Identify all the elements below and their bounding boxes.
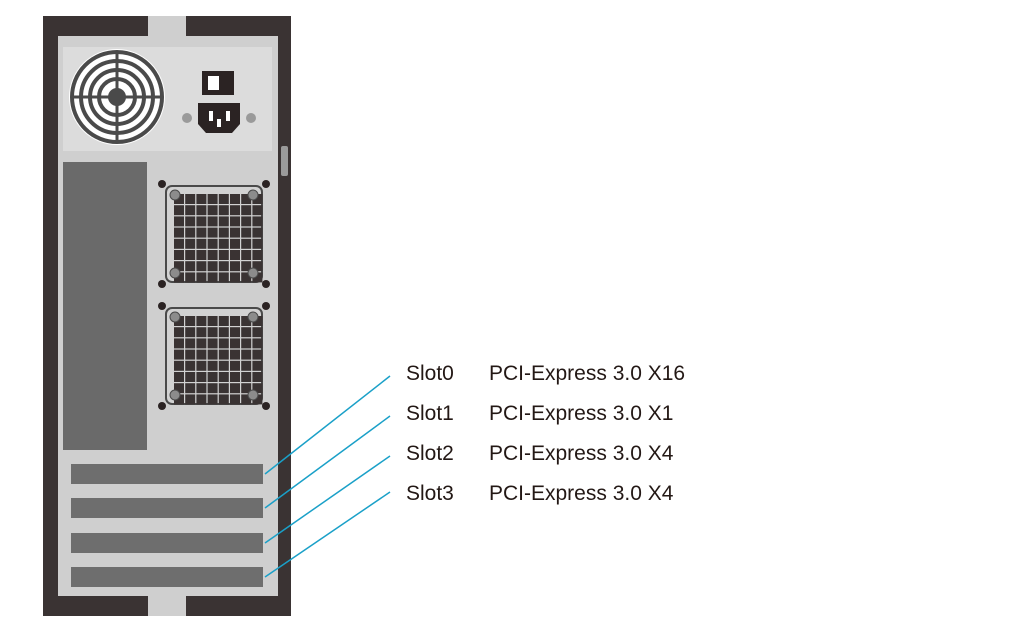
- power-switch-icon: [202, 71, 234, 95]
- side-latch: [281, 146, 288, 176]
- slot-description-1: PCI-Express 3.0 X1: [489, 402, 673, 425]
- leader-line-1: [264, 415, 391, 509]
- case-fan-lower-icon: [158, 302, 270, 410]
- slot-label-1: Slot1: [406, 402, 454, 425]
- case-bottom-notch: [148, 596, 186, 616]
- expansion-slot-covers: [71, 464, 263, 587]
- slot-label-0: Slot0: [406, 362, 454, 385]
- slot-label-3: Slot3: [406, 482, 454, 505]
- case-top-notch: [148, 16, 186, 36]
- case-fan-upper-icon: [158, 180, 270, 288]
- leader-lines: [264, 375, 391, 578]
- slot-label-2: Slot2: [406, 442, 454, 465]
- power-inlet-icon: [182, 103, 256, 133]
- slot-description-3: PCI-Express 3.0 X4: [489, 482, 674, 505]
- slot-cover-1: [71, 498, 263, 518]
- leader-line-0: [264, 375, 391, 475]
- slot-cover-2: [71, 533, 263, 553]
- slot-description-2: PCI-Express 3.0 X4: [489, 442, 674, 465]
- slot-cover-0: [71, 464, 263, 484]
- slot-labels: Slot0 PCI-Express 3.0 X16 Slot1 PCI-Expr…: [406, 362, 685, 505]
- slot-description-0: PCI-Express 3.0 X16: [489, 362, 685, 385]
- io-panel-area: [63, 162, 147, 450]
- psu-fan-icon: [69, 49, 165, 145]
- leader-line-2: [264, 455, 391, 544]
- leader-line-3: [264, 491, 391, 578]
- power-supply: [63, 47, 272, 151]
- slot-cover-3: [71, 567, 263, 587]
